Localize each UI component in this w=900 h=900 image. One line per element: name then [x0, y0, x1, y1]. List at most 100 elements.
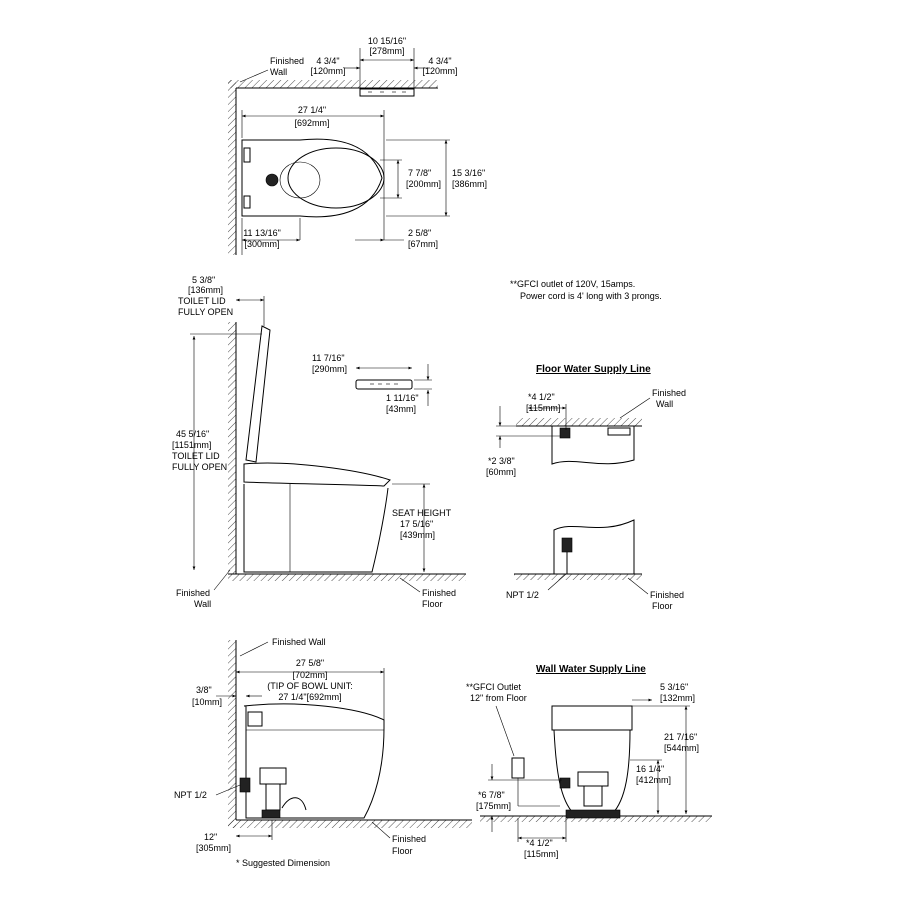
wall-supply-title: Wall Water Supply Line [536, 664, 646, 675]
side-body [243, 484, 389, 573]
remote-control [355, 379, 413, 390]
ws-toilet-seat [551, 705, 633, 731]
dim-1-11-16: 1 11/16" [386, 393, 419, 403]
bottom-left-elevation: Finished Wall 27 5/8" [702mm] (TIP OF BO… [174, 637, 472, 868]
dim-4-3-4-left-mm: [120mm] [310, 66, 345, 76]
dim-15-3-16: 15 3/16" [452, 168, 485, 178]
dim-11-7-16-mm: [290mm] [312, 364, 347, 374]
dim-10-15-16-mm: [278mm] [369, 46, 404, 56]
bl-floor [228, 820, 472, 828]
floor-dim-2-3-8: *2 3/8" [488, 456, 515, 466]
floor-dim-2-3-8-mm: [60mm] [486, 467, 516, 477]
plan-wall-horizontal [228, 80, 438, 88]
dim-4-3-4-right-mm: [120mm] [422, 66, 457, 76]
seat-height-mm: [439mm] [400, 530, 435, 540]
ws-gfci-label: **GFCI Outlet [466, 682, 522, 692]
bl-dim-27-5-8-mm: [702mm] [292, 670, 327, 680]
seat-height-inch: 17 5/16" [400, 519, 433, 529]
side-finished-floor: Finished [422, 588, 456, 598]
plan-seat-ellipse [287, 147, 385, 209]
plan-finished-wall-2: Wall [270, 67, 287, 77]
floor-supply-finished-wall-2: Wall [656, 399, 673, 409]
dim-7-7-8: 7 7/8" [408, 168, 431, 178]
ws-gfci-height: 12" from Floor [470, 693, 527, 703]
ws-dim-6-7-8-mm: [175mm] [476, 801, 511, 811]
dim-11-13-16: 11 13/16" [243, 228, 281, 238]
dim-2-5-8: 2 5/8" [408, 228, 431, 238]
dim-45-5-16-mm: [1151mm] [172, 440, 211, 450]
floor-supply-finished-floor-2: Floor [652, 601, 673, 611]
bl-finished-wall: Finished Wall [272, 637, 326, 647]
bl-dim-tip-label: (TIP OF BOWL UNIT: [267, 681, 353, 691]
floor-supply-toilet-bottom [553, 519, 635, 574]
dim-7-7-8-mm: [200mm] [406, 179, 441, 189]
floor-supply-npt: NPT 1/2 [506, 590, 539, 600]
bl-dim-3-8: 3/8" [196, 685, 212, 695]
bl-finished-floor: Finished [392, 834, 426, 844]
plan-wall-vertical [228, 80, 236, 255]
gfci-note-line-2: Power cord is 4' long with 3 prongs. [520, 291, 662, 301]
side-elevation: 5 3/8" [136mm] TOILET LID FULLY OPEN 45 … [172, 275, 466, 609]
bl-wall [228, 640, 236, 828]
dim-45-5-16-lid: TOILET LID [172, 451, 220, 461]
plan-view: 10 15/16" [278mm] 4 3/4" [120mm] 4 3/4" … [228, 36, 487, 255]
bl-finished-floor-2: Floor [392, 846, 413, 856]
dim-15-3-16-mm: [386mm] [452, 179, 487, 189]
ws-dim-4-1-2-mm: [115mm] [524, 849, 558, 859]
floor-dim-4-1-2-mm: [115mm] [526, 403, 560, 413]
dim-27-1-4-mm: [692mm] [294, 118, 329, 128]
ws-dim-16-1-4: 16 1/4" [636, 764, 664, 774]
seat-height-label: SEAT HEIGHT [392, 508, 452, 518]
wall-bracket [359, 88, 415, 97]
side-finished-wall-2: Wall [194, 599, 211, 609]
side-finished-floor-2: Floor [422, 599, 443, 609]
ws-dim-5-3-16-mm: [132mm] [660, 693, 695, 703]
dim-2-5-8-mm: [67mm] [408, 239, 438, 249]
dim-4-3-4-right: 4 3/4" [428, 56, 451, 66]
ws-dim-21-7-16: 21 7/16" [664, 732, 697, 742]
bl-dim-tip-value: 27 1/4"[692mm] [278, 692, 341, 702]
floor-supply-finished-wall: Finished [652, 388, 686, 398]
bl-npt: NPT 1/2 [174, 790, 207, 800]
ws-gfci-outlet [511, 757, 525, 779]
dim-4-3-4-left: 4 3/4" [316, 56, 339, 66]
bl-tank-unit [259, 767, 287, 785]
dim-5-3-8-open: FULLY OPEN [178, 307, 233, 317]
floor-supply-title: Floor Water Supply Line [536, 364, 651, 375]
ws-dim-4-1-2: *4 1/2" [526, 838, 553, 848]
plan-flange [265, 173, 279, 187]
dim-5-3-8-lid: TOILET LID [178, 296, 226, 306]
plan-finished-wall: Finished [270, 56, 304, 66]
ws-dim-5-3-16: 5 3/16" [660, 682, 688, 692]
wall-supply-detail: Wall Water Supply Line **GFCI Outlet 12"… [466, 664, 712, 859]
side-finished-wall: Finished [176, 588, 210, 598]
floor-supply-wall [516, 418, 642, 426]
ws-dim-6-7-8: *6 7/8" [478, 790, 505, 800]
ws-floor [480, 816, 712, 822]
bl-dim-3-8-mm: [10mm] [192, 697, 222, 707]
bl-dim-12-mm: [305mm] [196, 843, 231, 853]
side-floor [228, 574, 466, 581]
suggested-dimension-note: * Suggested Dimension [236, 858, 330, 868]
floor-supply-valve [561, 537, 573, 553]
gfci-note-line-1: **GFCI outlet of 120V, 15amps. [510, 279, 635, 289]
ws-dim-21-7-16-mm: [544mm] [664, 743, 699, 753]
bl-toilet-body [243, 703, 385, 819]
bl-dim-12: 12" [204, 832, 217, 842]
dim-11-13-16-mm: [300mm] [244, 239, 279, 249]
dim-27-1-4: 27 1/4" [298, 105, 326, 115]
floor-supply-finished-floor: Finished [650, 590, 684, 600]
floor-dim-4-1-2: *4 1/2" [528, 392, 555, 402]
dim-45-5-16: 45 5/16" [176, 429, 209, 439]
bl-valve [239, 777, 251, 793]
side-seat [243, 462, 391, 487]
floor-supply-toilet-top [551, 426, 635, 465]
dim-1-11-16-mm: [43mm] [386, 404, 416, 414]
dim-5-3-8-mm: [136mm] [188, 285, 223, 295]
side-lid-open [245, 325, 271, 463]
side-wall [228, 322, 236, 574]
floor-supply-detail: Floor Water Supply Line *4 1/2" [115mm] … [486, 364, 686, 611]
dim-45-5-16-open: FULLY OPEN [172, 462, 227, 472]
plan-toilet-outline [241, 138, 383, 218]
